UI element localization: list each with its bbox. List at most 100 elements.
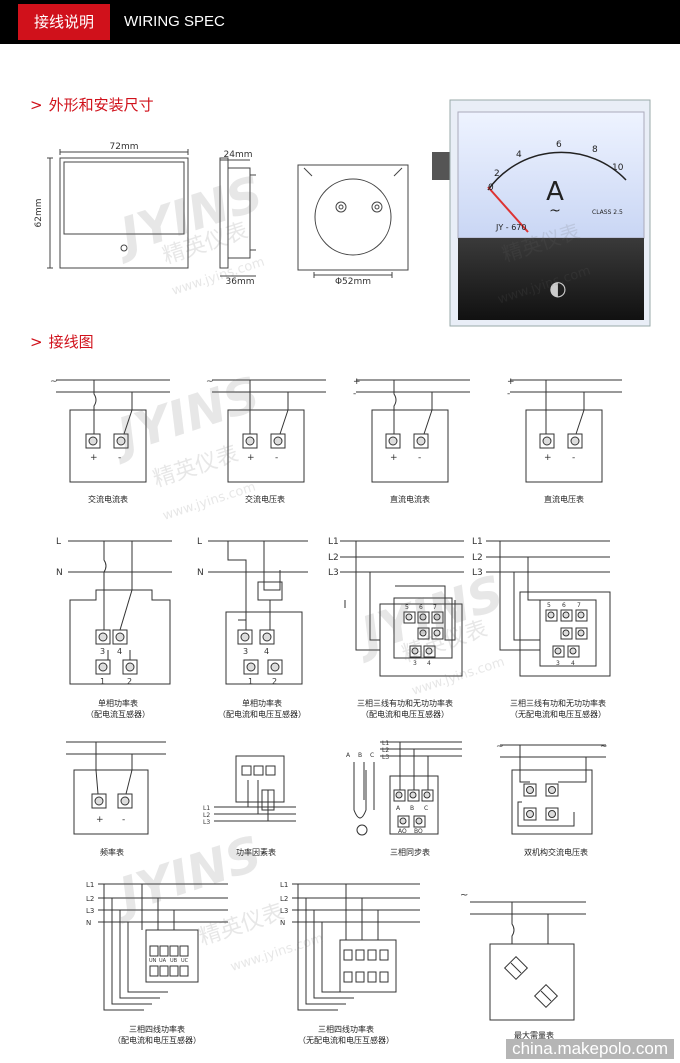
diagram-11-label-A: A — [346, 752, 351, 759]
diagram-3-terminals — [385, 433, 429, 449]
footer-url: china.makepolo.com — [506, 1039, 674, 1059]
diagram-1-plus: + — [90, 453, 98, 463]
meter-scale-2: 2 — [494, 169, 500, 179]
meter-scale-8: 8 — [592, 145, 598, 155]
diagram-2-terminals — [242, 433, 286, 449]
diagram-6-terminals — [237, 629, 283, 675]
header-title-en: WIRING SPEC — [124, 13, 225, 30]
meter-photo: ◐ — [432, 99, 651, 327]
watermark-cn-4: 精英仪表 — [196, 900, 287, 951]
diagram-9-minus: - — [122, 815, 125, 825]
diagram-8-term-3: 3 — [556, 660, 560, 667]
diagram-7-label-L2: L2 — [328, 553, 339, 563]
diagram-13-term-uc: UC — [181, 958, 189, 964]
diagram-15-ac-mark: ~ — [460, 890, 468, 901]
diagram-4-plus-line: + — [507, 377, 515, 387]
diagram-3-plus-line: + — [353, 377, 361, 387]
diagram-4-minus-line: - — [507, 389, 510, 399]
caption-7b: （配电流和电压互感器） — [361, 709, 449, 719]
diagram-13-label-L1: L1 — [86, 881, 94, 889]
diagram-7-term-5: 5 — [405, 604, 409, 611]
diagram-13-term-ub: UB — [170, 958, 178, 964]
diagram-12-ac-mark-2: ~ — [600, 742, 608, 752]
watermark-brand-2: JYINS — [103, 366, 266, 467]
caption-8b: （无配电流和电压互感器） — [510, 709, 606, 719]
caption-8: 三相三线有功和无功功率表 — [510, 698, 606, 708]
caption-6b: （配电流和电压互感器） — [218, 709, 306, 719]
caption-15: 最大需量表 — [514, 1030, 554, 1040]
diagram-7-term-3: 3 — [413, 660, 417, 667]
diagram-4-minus: - — [572, 453, 575, 463]
meter-scale-0: 0 — [488, 183, 494, 193]
diagram-3-lines — [356, 379, 470, 483]
diagram-13-label-L3: L3 — [86, 907, 94, 915]
meter-model: JY - 670 — [495, 223, 527, 232]
caption-5: 单相功率表 — [98, 698, 138, 708]
diagram-11-term-a: A — [396, 805, 401, 812]
diagram-7-term-4: 4 — [427, 660, 431, 667]
dimension-front-view — [47, 149, 189, 269]
diagram-6-lines — [208, 540, 308, 685]
diagram-6-label-L: L — [197, 537, 202, 547]
diagram-8-term-4: 4 — [571, 660, 575, 667]
diagram-7-terminals — [403, 611, 444, 658]
section-wiring: >接线图 — [30, 331, 94, 352]
diagram-14-label-L1: L1 — [280, 881, 288, 889]
diagram-13-label-L2: L2 — [86, 895, 94, 903]
diagram-5-term-1: 1 — [100, 677, 105, 686]
diagram-8-term-5: 5 — [547, 602, 551, 609]
section-dimensions: >外形和安装尺寸 — [30, 94, 154, 115]
diagram-9-lines — [66, 741, 166, 835]
diagram-5-term-3: 3 — [100, 647, 105, 656]
caption-7: 三相三线有功和无功功率表 — [357, 698, 453, 708]
meter-tilde: ~ — [549, 203, 561, 219]
dim-width: 72mm — [110, 142, 139, 152]
caption-13: 三相四线功率表 — [129, 1024, 185, 1034]
diagram-1-ac-mark: ~ — [50, 377, 58, 387]
diagram-11-label-C: C — [370, 752, 374, 759]
diagram-9-plus: + — [96, 815, 104, 825]
diagram-5-label-N: N — [56, 568, 63, 578]
diagram-11-label-L2: L2 — [382, 747, 389, 754]
diagram-7-label-L3: L3 — [328, 568, 339, 578]
diagram-15-lines — [470, 901, 586, 1021]
diagram-5-lines — [68, 540, 172, 685]
dimension-side-view — [219, 157, 256, 277]
diagram-13-term-un: UN — [149, 958, 157, 964]
diagram-5-label-L: L — [56, 537, 61, 547]
diagram-11-term-c: C — [424, 805, 428, 812]
diagram-11-term-b: B — [410, 805, 414, 812]
meter-scale-4: 4 — [516, 150, 522, 160]
dim-hole: Φ52mm — [335, 277, 371, 287]
caption-11: 三相同步表 — [390, 847, 430, 857]
diagram-14-terminals — [343, 949, 389, 983]
diagram-10-label-L2: L2 — [203, 812, 210, 819]
diagram-5-terminals — [95, 629, 138, 675]
section-dimensions-title: 外形和安装尺寸 — [48, 96, 154, 114]
diagram-3-minus: - — [418, 453, 421, 463]
diagram-12-terminals — [523, 783, 559, 821]
diagram-3-minus-line: - — [353, 389, 356, 399]
dim-height: 62mm — [34, 199, 44, 228]
caption-2: 交流电压表 — [245, 494, 285, 504]
diagram-11-term-ao: AO — [398, 828, 407, 835]
diagram-1-lines — [56, 379, 170, 483]
caption-6: 单相功率表 — [242, 698, 282, 708]
diagram-14-label-L2: L2 — [280, 895, 288, 903]
caption-14b: （无配电流和电压互感器） — [298, 1035, 394, 1045]
diagram-2-plus: + — [247, 453, 255, 463]
section-wiring-title: 接线图 — [48, 333, 94, 351]
diagram-7-term-6: 6 — [419, 604, 423, 611]
header-title-cn: 接线说明 — [18, 4, 110, 40]
diagram-6-term-2: 2 — [272, 677, 277, 686]
diagram-11-lines — [353, 741, 462, 836]
diagram-6-term-1: 1 — [248, 677, 253, 686]
diagram-11-label-L1: L1 — [382, 740, 389, 747]
dim-depth-top: 24mm — [224, 150, 253, 160]
diagram-8-label-L2: L2 — [472, 553, 483, 563]
caption-12: 双机构交流电压表 — [524, 847, 588, 857]
meter-scale-10: 10 — [612, 163, 624, 173]
diagram-10-label-L1: L1 — [203, 805, 210, 812]
diagram-3-plus: + — [390, 453, 398, 463]
